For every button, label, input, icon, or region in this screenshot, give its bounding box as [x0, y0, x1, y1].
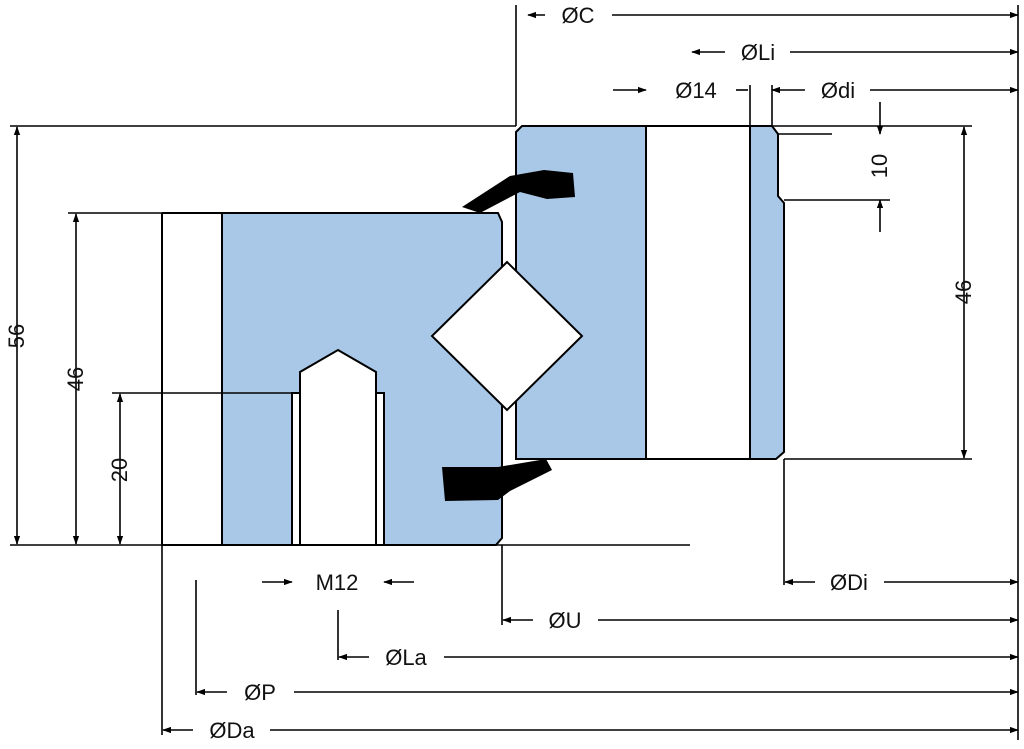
- upper-seal: [462, 170, 575, 213]
- label-od-da: ØDa: [209, 718, 255, 743]
- label-od-li: ØLi: [741, 40, 775, 65]
- crossed-roller: [430, 260, 584, 412]
- label-thread-m12: M12: [316, 570, 359, 595]
- label-height-20: 20: [107, 458, 132, 482]
- label-od-u: ØU: [549, 608, 582, 633]
- label-height-46-right: 46: [951, 280, 976, 304]
- threaded-hole: [291, 348, 385, 546]
- label-od-Di: ØDi: [830, 570, 868, 595]
- label-height-46-left: 46: [63, 367, 88, 391]
- lower-seal: [442, 459, 552, 501]
- inner-ring-bore-strip: [749, 125, 785, 460]
- label-od-la: ØLa: [385, 645, 427, 670]
- label-od-di: Ødi: [821, 78, 855, 103]
- label-height-10: 10: [867, 154, 892, 178]
- label-od-p: ØP: [244, 680, 276, 705]
- label-od-c: ØC: [562, 3, 595, 28]
- label-od-14: Ø14: [675, 78, 717, 103]
- label-height-56: 56: [4, 324, 29, 348]
- inner-ring-through-hole: [645, 125, 751, 460]
